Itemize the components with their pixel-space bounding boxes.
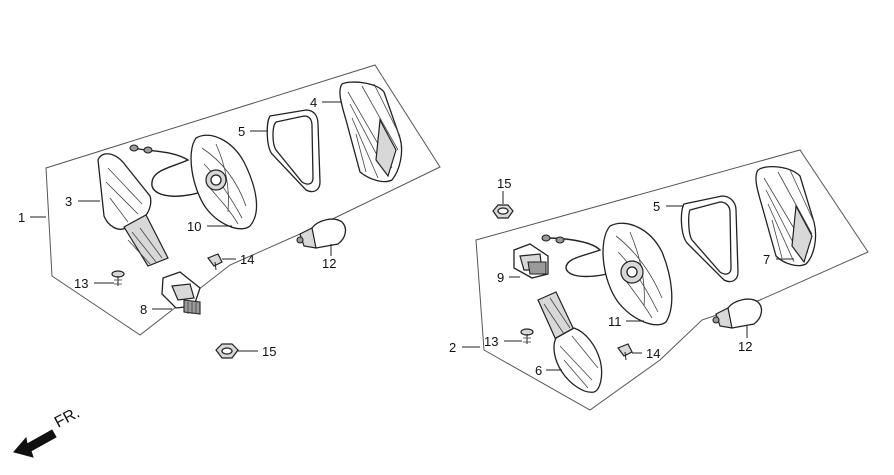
- right-reflector-housing-label: 7: [763, 252, 770, 267]
- right-bulb-socket-label: 9: [497, 270, 504, 285]
- right-bulb-label: 12: [738, 339, 752, 354]
- right-base-part: [541, 222, 673, 326]
- left-assembly-frame: [45, 64, 441, 336]
- left-nut-label: 15: [262, 344, 276, 359]
- right-base-label: 11: [608, 314, 622, 329]
- right-clip-label: 14: [646, 346, 660, 361]
- left-lens-seal-label: 5: [238, 124, 245, 139]
- left-assembly: 1 3 5 4 10 14 13 8 15 12: [18, 64, 441, 359]
- left-lens-label: 3: [65, 194, 72, 209]
- right-reflector-housing-part: [755, 165, 817, 267]
- front-arrow-icon: [13, 429, 57, 458]
- right-bulb-socket-part: [513, 243, 549, 279]
- left-bulb-part: [296, 218, 347, 249]
- right-leader-lines: [462, 191, 794, 371]
- left-leader-lines: [30, 101, 342, 352]
- left-bulb-socket-part: [161, 271, 201, 315]
- right-nut-part: [492, 204, 514, 219]
- left-bulb-label: 12: [322, 256, 336, 271]
- front-direction-label: FR.: [52, 404, 83, 431]
- left-base-part: [129, 134, 258, 230]
- right-lens-seal-part: [680, 195, 739, 283]
- left-group-label: 1: [18, 210, 25, 225]
- right-lens-seal-label: 5: [653, 199, 660, 214]
- left-nut-part: [215, 343, 239, 359]
- right-clip-part: [617, 343, 633, 361]
- right-assembly: 2 15 5 7 9 11 13 14 6 12: [449, 149, 869, 411]
- front-direction-indicator: FR.: [13, 404, 83, 458]
- left-base-label: 10: [187, 219, 201, 234]
- right-group-label: 2: [449, 340, 456, 355]
- left-screw-part: [111, 270, 125, 286]
- right-nut-label: 15: [497, 176, 511, 191]
- left-reflector-housing-part: [339, 81, 403, 183]
- left-reflector-housing-label: 4: [310, 95, 317, 110]
- left-lens-part: [97, 153, 169, 267]
- right-lens-label: 6: [535, 363, 542, 378]
- right-screw-part: [520, 328, 534, 344]
- left-clip-part: [207, 253, 223, 271]
- right-lens-part: [537, 291, 603, 393]
- left-screw-label: 13: [74, 276, 88, 291]
- right-bulb-part: [712, 298, 763, 329]
- right-assembly-frame: [475, 149, 869, 411]
- left-bulb-socket-label: 8: [140, 302, 147, 317]
- left-clip-label: 14: [240, 252, 254, 267]
- right-screw-label: 13: [484, 334, 498, 349]
- left-lens-seal-part: [266, 109, 321, 193]
